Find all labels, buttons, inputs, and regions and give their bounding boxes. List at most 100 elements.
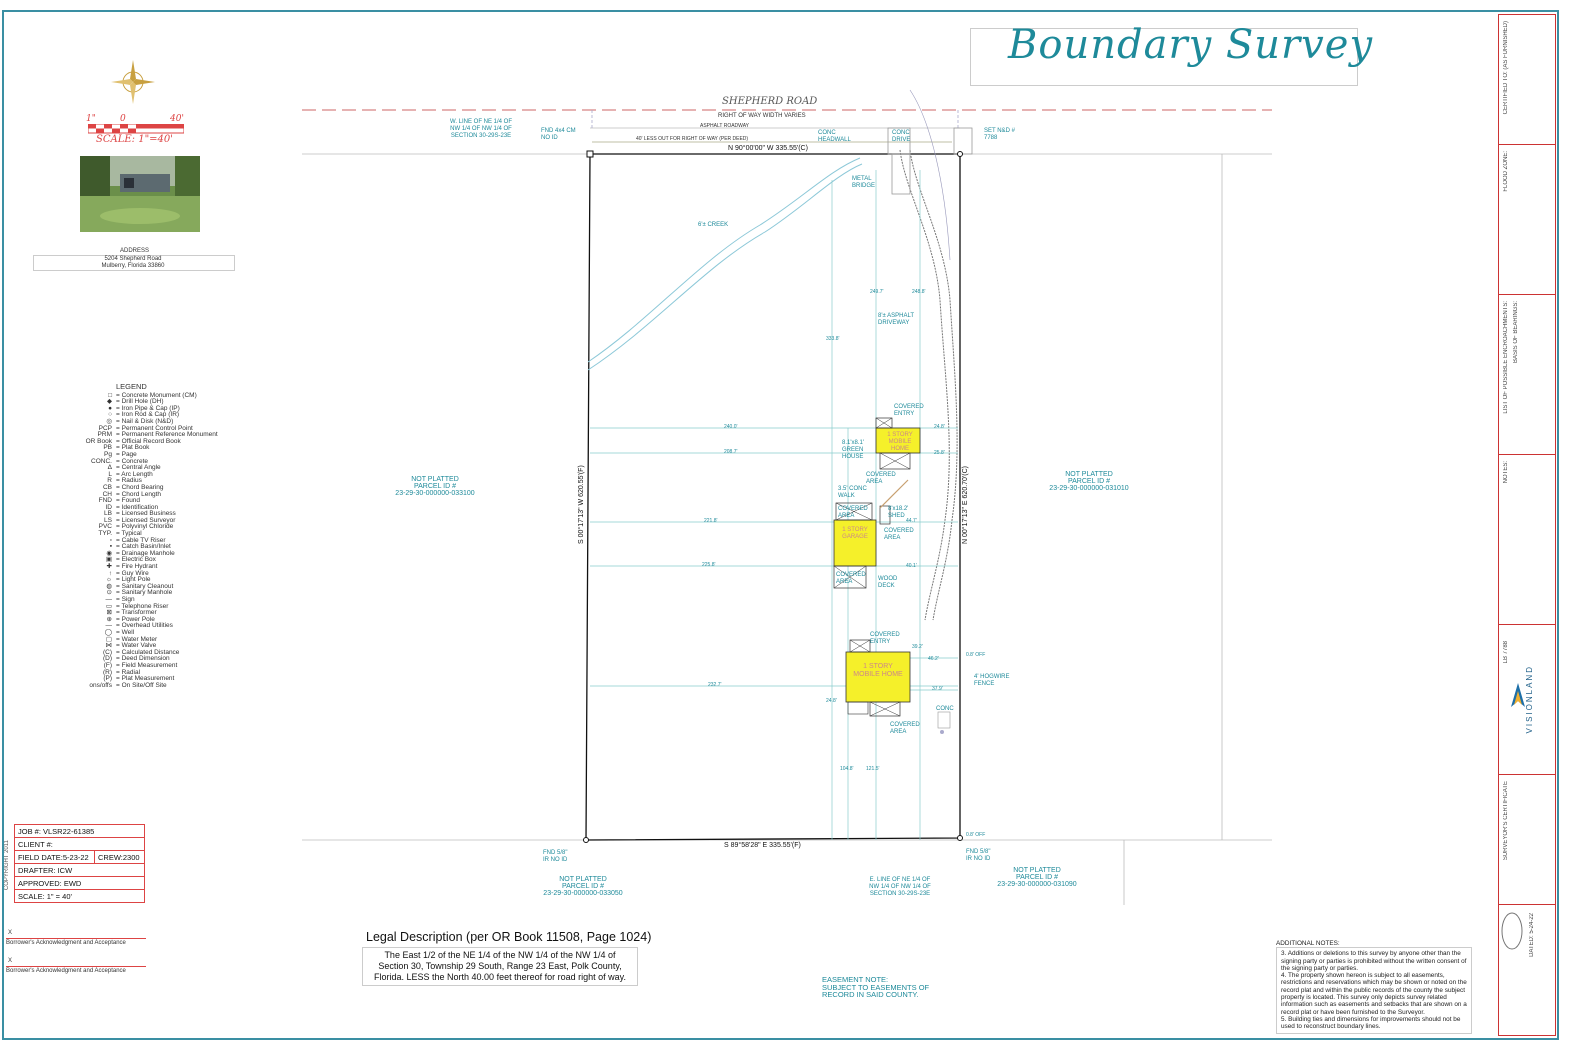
legend-symbol: PCP <box>98 424 112 432</box>
legend-text: Iron Pipe & Cap (IP) <box>121 404 180 412</box>
covered-area1-label: COVERED AREA <box>866 472 896 485</box>
legend-symbol: L <box>108 470 112 478</box>
legend-item: ⊕= Power Pole <box>80 615 218 624</box>
legend-text: Licensed Business <box>121 510 176 518</box>
legend-text: Power Pole <box>121 615 155 623</box>
legend-text: Electric Box <box>121 556 156 564</box>
home1-label: 1 STORY MOBILE HOME <box>887 432 913 452</box>
dim-d1: 249.7' <box>870 289 884 295</box>
legend-symbol: CONC. <box>91 457 112 465</box>
legend-text: Telephone Riser <box>121 602 169 610</box>
legend-rows: □= Concrete Monument (CM)◆= Drill Hole (… <box>80 391 218 690</box>
ack-x-2: X <box>8 958 13 964</box>
legend-item: FND= Found <box>80 497 218 505</box>
bearing-south: S 89°58'28" E 335.55'(F) <box>724 842 801 849</box>
legend-text: Catch Basin/Inlet <box>121 543 171 551</box>
legend-symbol: ID <box>105 503 113 511</box>
field-date: FIELD DATE:5-23-22 <box>13 850 96 864</box>
legend-text: Radial <box>121 668 141 676</box>
legend-symbol: ○ <box>108 411 112 419</box>
survey-date: DATED: 5-24-22 <box>1529 913 1535 957</box>
notes-heading: ADDITIONAL NOTES: <box>1276 940 1340 947</box>
company-name: VISIONLAND <box>1525 665 1534 734</box>
legend-text: Well <box>121 628 135 636</box>
covered-entry2-label: COVERED ENTRY <box>870 632 900 645</box>
dim-d13: 104.8' <box>840 766 854 772</box>
legend-item: —= Overhead Utilities <box>80 623 218 630</box>
legend-text: Central Angle <box>121 464 161 472</box>
legend-symbol: ↑ <box>108 569 112 577</box>
legend-item: ▭= Telephone Riser <box>80 602 218 611</box>
legend-symbol: ◉ <box>106 549 112 557</box>
legend-item: ◉= Drainage Manhole <box>80 549 218 558</box>
legend-text: Permanent Reference Monument <box>121 431 218 439</box>
scale-zero: 0 <box>120 114 126 124</box>
legend-symbol: Pg <box>104 450 112 458</box>
legend-item: (R)= Radial <box>80 668 218 677</box>
road-name: SHEPHERD ROAD <box>722 96 818 107</box>
home2-label: 1 STORY MOBILE HOME <box>853 663 903 678</box>
legend-symbol: Δ <box>107 464 112 472</box>
surveyor-certificate: SURVEYOR'S CERTIFICATE <box>1503 781 1509 861</box>
covered-area2-label: COVERED AREA <box>838 506 868 519</box>
bearing-east: N 00°17'13" E 620.70'(C) <box>962 465 969 544</box>
legend-text: Found <box>121 497 141 505</box>
headwall-label: CONC HEADWALL <box>818 130 851 143</box>
legend-item: ⊠= Transformer <box>80 609 218 617</box>
legend-symbol: PVC <box>98 523 112 531</box>
legend-text: Cable TV Riser <box>121 536 166 544</box>
covered-area3-label: COVERED AREA <box>884 528 914 541</box>
legend-item: (D)= Deed Dimension <box>80 656 218 663</box>
legend-symbol: ▭ <box>105 602 112 610</box>
legend-text: Official Record Book <box>121 437 181 445</box>
legend-symbol: ▪ <box>109 543 112 551</box>
bridge-label: METAL BRIDGE <box>852 176 876 189</box>
conc-label: CONC <box>936 706 954 712</box>
row-note: RIGHT OF WAY WIDTH VARIES <box>718 113 806 119</box>
address-box <box>33 255 235 271</box>
legend-item: ◯= Well <box>80 628 218 637</box>
dim-d12: 40.1' <box>906 563 917 569</box>
job-scale: SCALE: 1" = 40' <box>14 889 145 903</box>
dim-d16: 0.8' OFF <box>966 832 986 838</box>
legend-symbol: LS <box>104 516 112 524</box>
legend-symbol: ◯ <box>104 628 112 636</box>
legend-text: Sanitary Manhole <box>121 589 173 597</box>
dim-d7: 225.8' <box>702 562 716 568</box>
legend-item: ▣= Electric Box <box>80 557 218 564</box>
legend-symbol: ✚ <box>106 563 112 571</box>
legend-text: Typical <box>121 530 142 538</box>
legend-symbol: OR Book <box>85 437 112 445</box>
legend-symbol: R <box>107 477 112 485</box>
legend-item: ◍= Sanitary Cleanout <box>80 582 218 591</box>
title-block: CERTIFIED TO: (AS FURNISHED) FLOOD ZONE:… <box>1498 14 1556 1036</box>
copyright: COPYRIGHT 2011 <box>4 840 10 891</box>
visionland-logo-icon <box>1511 683 1525 707</box>
legend-item: PVC= Polyvinyl Chloride <box>80 524 218 531</box>
monument-ne: SET N&D # 7788 <box>984 128 1015 141</box>
crew: CREW:2300 <box>94 850 145 864</box>
legend-symbol: ▫ <box>109 536 112 544</box>
legend-symbol: PB <box>103 444 112 452</box>
legend-item: (P)= Plat Measurement <box>80 675 218 683</box>
legend-item: LB= Licensed Business <box>80 510 218 518</box>
legend-item: ▢= Water Meter <box>80 636 218 644</box>
legend-item: ↑= Guy Wire <box>80 569 218 578</box>
lb-number: LB 7788 <box>1503 641 1509 664</box>
legend-symbol: CH <box>102 490 112 498</box>
garage-label: 1 STORY GARAGE <box>842 527 868 540</box>
dim-d8: 232.7' <box>708 682 722 688</box>
dim-d17: 46.2' <box>928 656 939 662</box>
legend-symbol: ◍ <box>106 582 112 590</box>
dim-d10: 25.8' <box>934 450 945 456</box>
legend-symbol: □ <box>108 391 112 399</box>
legend-text: Concrete <box>121 457 148 465</box>
asphalt-roadway: ASPHALT ROADWAY <box>700 123 749 129</box>
dim-d15: 0.8' OFF <box>966 652 986 658</box>
row-line-note: 40' LESS OUT FOR RIGHT OF WAY (PER DEED) <box>636 136 749 142</box>
legend-text: Concrete Monument (CM) <box>121 391 197 399</box>
legend-text: Plat Book <box>121 444 150 452</box>
dim-d19: 24.8' <box>826 698 837 704</box>
legend-symbol: ◆ <box>107 398 112 406</box>
